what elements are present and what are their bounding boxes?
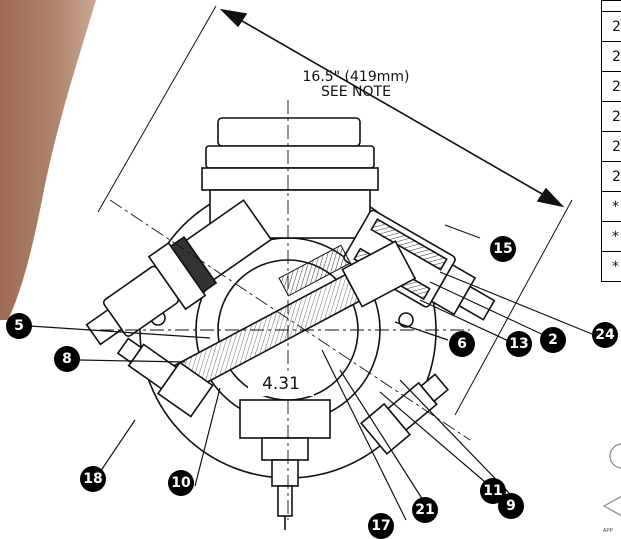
- approval-mark-label: APP: [603, 528, 614, 534]
- dimension-value: 16.5" (419mm): [302, 69, 410, 85]
- table-cell: [601, 0, 621, 12]
- overall-dimension-label: 16.5" (419mm) SEE NOTE: [296, 70, 416, 100]
- table-cell: 2: [601, 11, 621, 42]
- callout-8: 8: [54, 346, 80, 372]
- table-cell: 2: [601, 131, 621, 162]
- table-cell: *: [601, 221, 621, 252]
- callout-21: 21: [412, 497, 438, 523]
- inner-dimension-label: 4.31: [248, 372, 314, 396]
- brand-swoosh: [0, 0, 96, 320]
- callout-18: 18: [80, 466, 106, 492]
- callout-24: 24: [592, 322, 618, 348]
- table-cell: *: [601, 191, 621, 222]
- dimension-line: [97, 5, 573, 416]
- callout-13: 13: [506, 331, 532, 357]
- table-cell: 2: [601, 161, 621, 192]
- callout-9: 9: [498, 493, 524, 519]
- table-cell: *: [601, 251, 621, 282]
- callout-6: 6: [449, 331, 475, 357]
- table-cell: 2: [601, 41, 621, 72]
- callout-2: 2: [540, 327, 566, 353]
- dimension-note: SEE NOTE: [321, 84, 391, 100]
- callout-17: 17: [368, 513, 394, 539]
- callout-10: 10: [168, 470, 194, 496]
- table-cell: 2: [601, 71, 621, 102]
- parts-table: 2 2 2 2 2 2 * * *: [601, 0, 621, 282]
- callout-5: 5: [6, 313, 32, 339]
- callout-15: 15: [490, 236, 516, 262]
- table-cell: 2: [601, 101, 621, 132]
